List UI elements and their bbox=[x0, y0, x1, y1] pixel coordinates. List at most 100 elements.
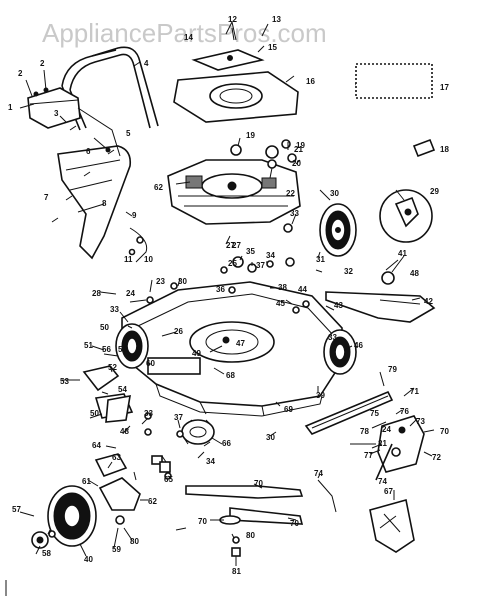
grass-bag-frame bbox=[94, 453, 141, 511]
callout-14: 14 bbox=[184, 33, 193, 42]
front-wheel-right bbox=[323, 329, 357, 375]
callout-39: 39 bbox=[316, 391, 325, 400]
callout-24: 24 bbox=[126, 289, 135, 298]
callout-11: 11 bbox=[124, 255, 133, 264]
callout-51: 51 bbox=[84, 341, 93, 350]
callout-23: 23 bbox=[156, 277, 165, 286]
callout-9: 9 bbox=[132, 211, 137, 220]
callout-66: 66 bbox=[222, 439, 231, 448]
rear-wheel-right bbox=[319, 203, 357, 257]
callout-70d: 70 bbox=[290, 519, 299, 528]
callout-70: 70 bbox=[254, 479, 263, 488]
callout-73: 73 bbox=[416, 417, 425, 426]
callout-21b: 21 bbox=[378, 439, 387, 448]
callout-35: 35 bbox=[246, 247, 255, 256]
callout-57: 57 bbox=[12, 505, 21, 514]
callout-72: 72 bbox=[432, 453, 441, 462]
callout-33: 33 bbox=[290, 209, 299, 218]
callout-40: 40 bbox=[84, 555, 93, 564]
callout-77: 77 bbox=[364, 451, 373, 460]
deck-bolts bbox=[146, 223, 310, 314]
callout-60: 60 bbox=[146, 359, 155, 368]
callout-19: 19 bbox=[246, 131, 255, 140]
callout-59: 59 bbox=[112, 545, 121, 554]
throttle-cable bbox=[317, 443, 393, 513]
engine-shroud bbox=[173, 71, 299, 123]
callout-30: 30 bbox=[178, 277, 187, 286]
wheel-bracket bbox=[82, 357, 201, 423]
callout-71: 71 bbox=[410, 387, 419, 396]
callout-30b: 30 bbox=[266, 433, 275, 442]
callout-7: 7 bbox=[44, 193, 49, 202]
callout-29: 29 bbox=[430, 187, 439, 196]
callout-37b: 37 bbox=[174, 413, 183, 422]
callout-63: 63 bbox=[112, 453, 121, 462]
callout-10: 10 bbox=[144, 255, 153, 264]
callout-48b: 48 bbox=[120, 427, 129, 436]
callout-62b: 62 bbox=[154, 183, 163, 192]
callout-34: 34 bbox=[266, 251, 275, 260]
callout-27: 27 bbox=[226, 241, 235, 250]
callout-42: 42 bbox=[424, 297, 433, 306]
callout-leaders bbox=[19, 23, 435, 566]
callout-33b: 33 bbox=[144, 409, 153, 418]
callout-80b: 80 bbox=[130, 537, 139, 546]
callout-61: 61 bbox=[82, 477, 91, 486]
wheel-cover-detail bbox=[379, 189, 433, 243]
callout-2: 2 bbox=[18, 69, 23, 78]
front-wheel-left bbox=[115, 323, 149, 369]
callout-49: 49 bbox=[192, 349, 201, 358]
callout-65: 65 bbox=[164, 475, 173, 484]
callout-22: 22 bbox=[286, 189, 295, 198]
callout-20: 20 bbox=[292, 159, 301, 168]
callout-28: 28 bbox=[92, 289, 101, 298]
callout-67: 67 bbox=[384, 487, 393, 496]
callout-64: 64 bbox=[92, 441, 101, 450]
engine-block bbox=[167, 159, 301, 225]
callout-36: 36 bbox=[216, 285, 225, 294]
callout-50: 50 bbox=[100, 323, 109, 332]
control-box bbox=[27, 87, 81, 129]
spark-plug-parts bbox=[354, 63, 436, 158]
callout-79: 79 bbox=[388, 365, 397, 374]
callout-30c: 30 bbox=[330, 189, 339, 198]
callout-78: 78 bbox=[360, 427, 369, 436]
callout-33c: 33 bbox=[328, 333, 337, 342]
callout-15: 15 bbox=[268, 43, 277, 52]
rear-wheel-left bbox=[31, 485, 125, 549]
callout-45: 45 bbox=[276, 299, 285, 308]
callout-41: 41 bbox=[398, 249, 407, 258]
callout-47: 47 bbox=[236, 339, 245, 348]
callout-43: 43 bbox=[334, 301, 343, 310]
callout-13: 13 bbox=[272, 15, 281, 24]
callout-74b: 74 bbox=[378, 477, 387, 486]
blade-adapter bbox=[181, 419, 215, 447]
callout-69: 69 bbox=[284, 405, 293, 414]
callout-50b: 50 bbox=[90, 409, 99, 418]
callout-26: 26 bbox=[174, 327, 183, 336]
callout-75: 75 bbox=[370, 409, 379, 418]
callout-62: 62 bbox=[148, 497, 157, 506]
callout-55: 55 bbox=[118, 345, 127, 354]
drive-housing bbox=[371, 415, 425, 473]
callout-24b: 24 bbox=[382, 425, 391, 434]
callout-5: 5 bbox=[126, 129, 131, 138]
callout-32: 32 bbox=[344, 267, 353, 276]
callout-74: 74 bbox=[314, 469, 323, 478]
callout-1: 1 bbox=[8, 103, 13, 112]
rear-baffle-plate bbox=[304, 390, 394, 435]
callout-31: 31 bbox=[316, 255, 325, 264]
callout-81: 81 bbox=[232, 567, 241, 576]
callout-58: 58 bbox=[42, 549, 51, 558]
mower-deck bbox=[121, 281, 343, 417]
callout-46: 46 bbox=[354, 341, 363, 350]
watermark: AppliancePartsPros.com bbox=[42, 18, 327, 48]
callout-70c: 70 bbox=[198, 517, 207, 526]
callout-70b: 70 bbox=[440, 427, 449, 436]
callout-33d: 33 bbox=[110, 305, 119, 314]
callout-17: 17 bbox=[440, 83, 449, 92]
callout-80: 80 bbox=[246, 531, 255, 540]
callout-38: 38 bbox=[278, 283, 287, 292]
callout-53: 53 bbox=[60, 377, 69, 386]
callout-56: 56 bbox=[102, 345, 111, 354]
